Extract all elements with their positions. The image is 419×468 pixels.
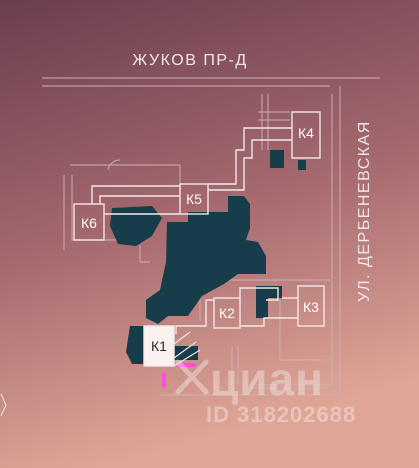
- courtyard-areas: [110, 150, 306, 364]
- entrance-markers: [162, 363, 196, 388]
- building-k3: [297, 285, 325, 327]
- building-k1[interactable]: [143, 325, 175, 367]
- k1-connector: [173, 331, 201, 367]
- courtyard-k2: [256, 286, 282, 318]
- street-label-zhukov: ЖУКОВ ПР-Д: [132, 52, 248, 69]
- building-k2: [213, 297, 241, 329]
- building-label-k3: К3: [303, 299, 319, 315]
- courtyard-main: [146, 196, 266, 324]
- road-derbenevskaya: [160, 86, 341, 396]
- building-label-k1[interactable]: К1: [151, 338, 167, 354]
- watermark: циан ID 318202688: [176, 356, 356, 428]
- courtyard-k4: [270, 150, 306, 170]
- cian-logo-icon: [175, 359, 209, 395]
- building-outlines: [73, 111, 325, 334]
- edge-arrow-icon: [0, 393, 7, 417]
- watermark-logo: циан: [210, 353, 324, 405]
- building-k5: [179, 183, 209, 215]
- courtyard-k1: [126, 326, 144, 364]
- building-label-k4: К4: [298, 125, 314, 141]
- street-label-derbenevskaya: УЛ. ДЕРБЕНЕВСКАЯ: [356, 120, 373, 302]
- building-k6: [73, 203, 105, 241]
- building-label-k2: К2: [219, 305, 235, 321]
- building-label-k5: К5: [186, 191, 202, 207]
- courtyard-k6: [110, 206, 162, 246]
- watermark-id: ID 318202688: [206, 402, 357, 427]
- building-label-k6: К6: [81, 215, 97, 231]
- building-k4: [291, 111, 321, 159]
- courtyard-k1b: [174, 346, 198, 360]
